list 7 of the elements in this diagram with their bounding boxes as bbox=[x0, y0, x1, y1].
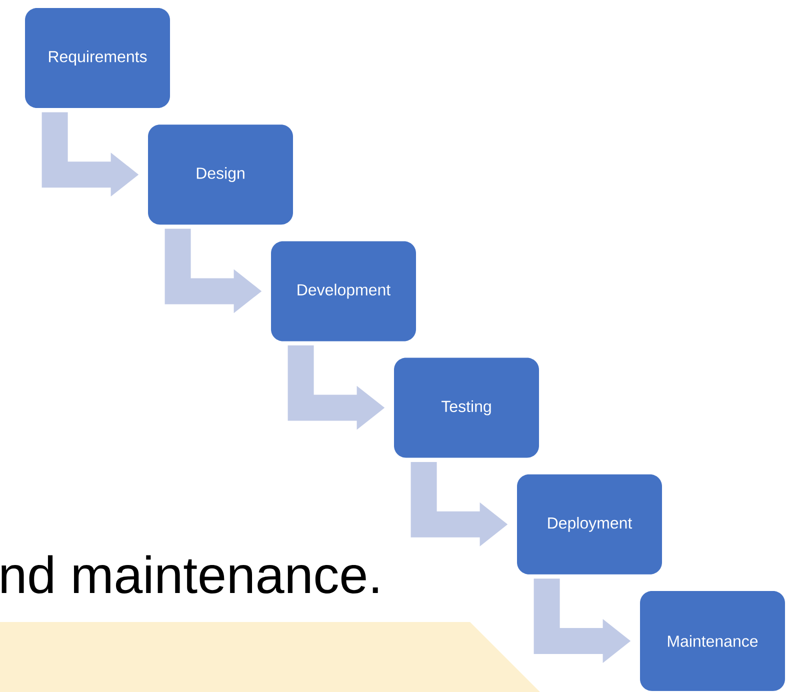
process-box: Development bbox=[271, 241, 416, 342]
process-box: Design bbox=[148, 124, 293, 225]
process-box: Requirements bbox=[25, 8, 170, 108]
process-box: Deployment bbox=[517, 474, 662, 574]
slide-text: nd maintenance. bbox=[2, 555, 378, 594]
process-box: Maintenance bbox=[640, 591, 785, 691]
process-box: Testing bbox=[394, 358, 539, 458]
